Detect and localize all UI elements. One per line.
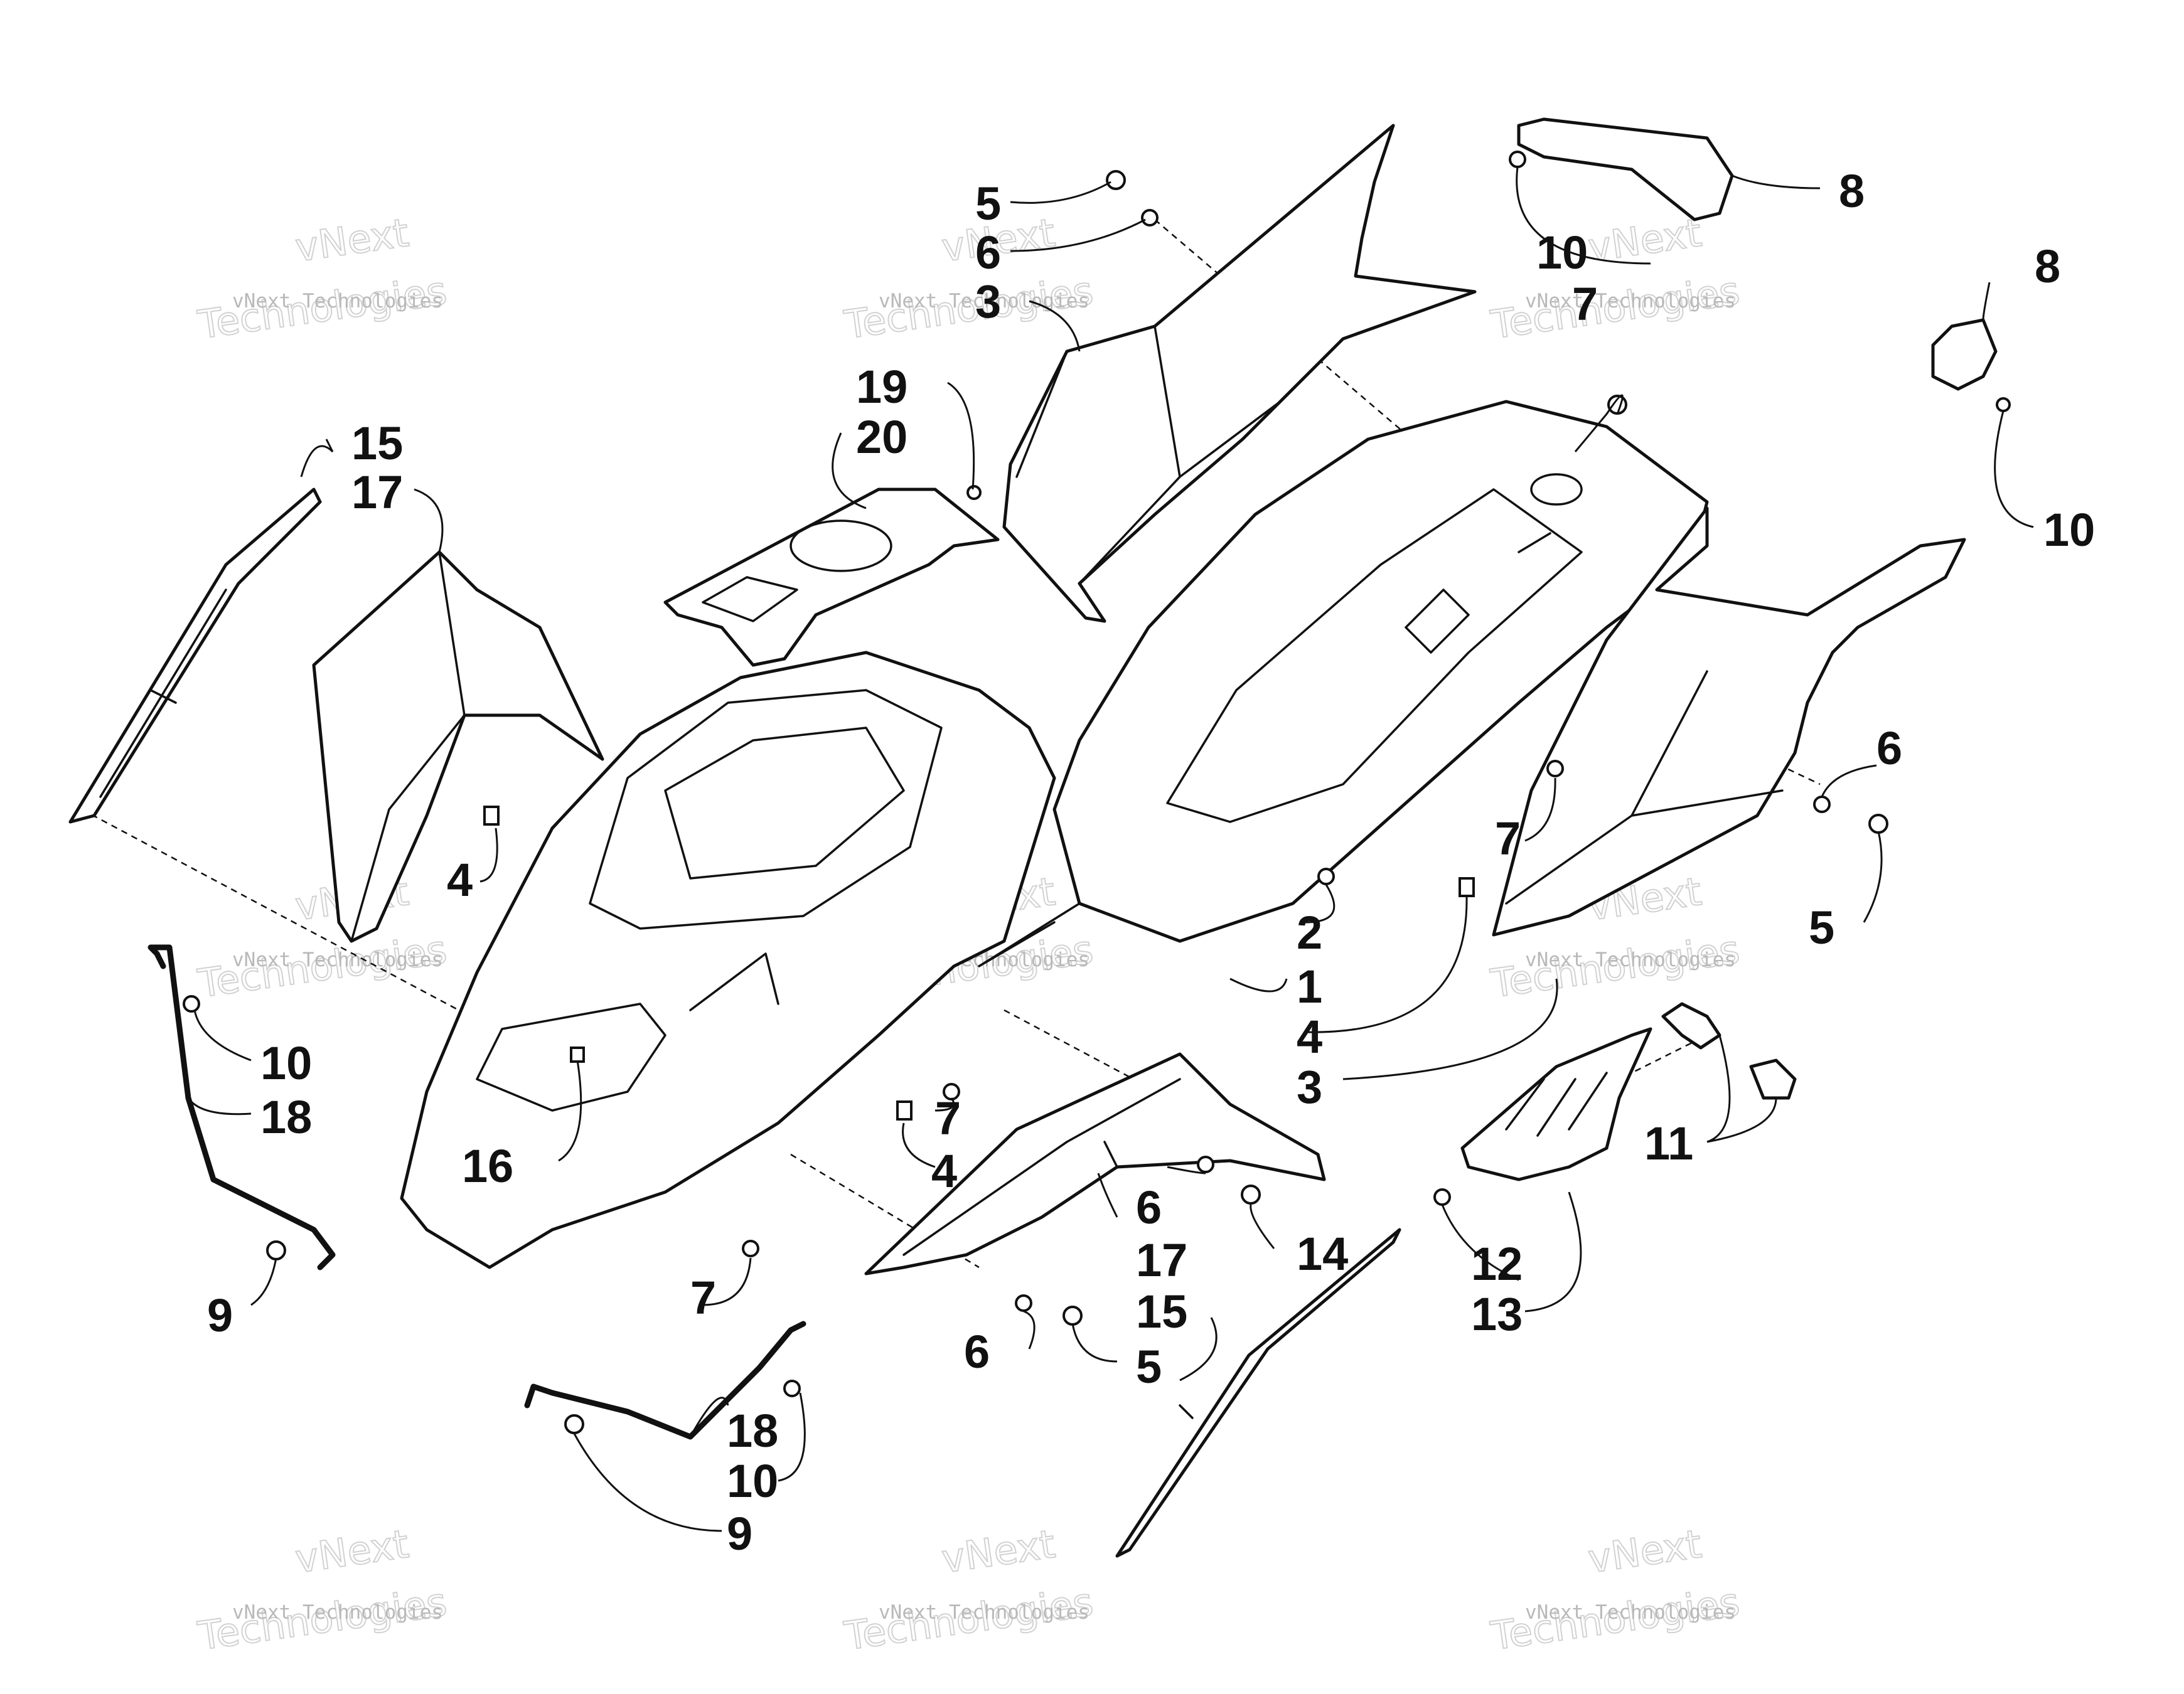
svg-text:vNext Technologies: vNext Technologies	[1525, 949, 1736, 971]
assembly-line	[1004, 1009, 1193, 1112]
part-3-upper-cover	[1002, 124, 1477, 623]
callout-18-left: 18	[260, 1091, 312, 1143]
callout-6-front: 6	[1136, 1181, 1162, 1233]
svg-text:vNext Technologies: vNext Technologies	[879, 1601, 1089, 1624]
leader-lines	[187, 166, 2034, 1532]
nut-10-lower	[783, 1380, 801, 1397]
clip-11-left	[1661, 1002, 1721, 1050]
callout-18-lower: 18	[727, 1405, 778, 1457]
washer-6-lower	[1015, 1294, 1032, 1312]
callout-1: 1	[1297, 961, 1322, 1013]
callout-16: 16	[462, 1140, 513, 1192]
callout-9-lower: 9	[727, 1508, 752, 1560]
callout-17-left: 17	[351, 466, 403, 518]
callout-10-left: 10	[260, 1037, 312, 1089]
watermark: vNext Technologies vNext Technologies	[841, 1520, 1097, 1659]
svg-text:vNext Technologies: vNext Technologies	[1525, 1601, 1736, 1624]
watermark: vNext Technologies vNext Technologies	[195, 1520, 451, 1659]
callout-10-top: 10	[1536, 226, 1588, 279]
svg-text:vNext: vNext	[939, 1521, 1058, 1582]
callout-5-right: 5	[1809, 902, 1834, 954]
callout-9-left: 9	[207, 1289, 233, 1341]
svg-text:vNext Technologies: vNext Technologies	[879, 290, 1089, 312]
fastener-16	[570, 1047, 585, 1063]
callout-10-lower: 10	[727, 1455, 778, 1507]
push-rivet-2	[1317, 868, 1335, 885]
callout-15-left: 15	[351, 417, 403, 469]
callout-6-right: 6	[1876, 722, 1902, 774]
callout-4-front: 4	[931, 1145, 957, 1197]
nut-10-right	[1996, 397, 2011, 412]
callout-14: 14	[1297, 1228, 1348, 1280]
svg-text:vNext: vNext	[1585, 1521, 1705, 1582]
clip-4	[1459, 877, 1475, 897]
part-8-brackets	[1509, 117, 2011, 412]
nut-7-lower	[742, 1240, 759, 1257]
part-15-right-trim	[1115, 1228, 1401, 1558]
screw-5-lower	[1063, 1306, 1083, 1326]
bolt-9-lower	[564, 1414, 584, 1434]
clip-4-hood	[483, 806, 500, 826]
callout-7-top: 7	[1572, 278, 1598, 330]
svg-text:vNext Technologies: vNext Technologies	[1525, 290, 1736, 312]
callout-7-front: 7	[935, 1092, 961, 1144]
callout-3-top: 3	[975, 275, 1001, 328]
part-12-13-vent-panel	[1433, 1027, 1652, 1206]
callout-6-lower: 6	[964, 1326, 990, 1378]
nut-7	[1546, 760, 1564, 777]
svg-text:vNext: vNext	[292, 1521, 412, 1582]
svg-text:vNext Technologies: vNext Technologies	[232, 290, 443, 312]
part-17-right-flare	[864, 1052, 1326, 1276]
callout-4-left: 4	[447, 854, 473, 906]
callout-12: 12	[1471, 1238, 1523, 1290]
part-15-left-trim	[68, 487, 322, 824]
washer-6-top	[1141, 209, 1159, 226]
nut-10-top	[1509, 151, 1526, 168]
screw-5-top	[1106, 170, 1126, 190]
svg-text:vNext Technologies: vNext Technologies	[232, 949, 443, 971]
callout-5-lower: 5	[1136, 1341, 1162, 1393]
watermark: vNext Technologies vNext Technologies	[841, 209, 1097, 348]
callout-8-right: 8	[2035, 240, 2060, 292]
callout-11: 11	[1644, 1117, 1693, 1169]
callout-6-top: 6	[975, 226, 1001, 279]
clip-11-right	[1749, 1058, 1797, 1100]
callout-3-mid: 3	[1297, 1061, 1322, 1113]
watermark: vNext Technologies vNext Technologies	[1487, 1520, 1743, 1659]
part-11-clips	[1661, 1002, 1797, 1100]
fastener-19	[966, 485, 982, 500]
callout-8-top: 8	[1839, 165, 1865, 217]
part-17-front-hood	[312, 550, 604, 943]
callout-20: 20	[856, 411, 907, 463]
screw-12	[1433, 1188, 1451, 1206]
svg-text:vNext: vNext	[292, 210, 412, 270]
screw-14	[1241, 1185, 1261, 1205]
nut-10-rod	[183, 995, 200, 1013]
callout-10-right: 10	[2043, 504, 2095, 556]
svg-text:vNext Technologies: vNext Technologies	[232, 1601, 443, 1624]
callout-4-mid: 4	[1297, 1011, 1322, 1063]
callout-15-right: 15	[1136, 1286, 1187, 1338]
part-19-20-center-panel	[663, 485, 1000, 667]
clip-4-front	[896, 1100, 913, 1121]
part-3-right-side-panel	[1492, 506, 1966, 937]
front-fasteners	[742, 170, 1261, 1326]
callout-19: 19	[856, 361, 907, 413]
bolt-9-rod	[266, 1240, 286, 1260]
callout-2: 2	[1297, 907, 1322, 959]
callout-17-right: 17	[1136, 1234, 1187, 1286]
callout-7-right: 7	[1495, 812, 1521, 865]
watermark: vNext Technologies vNext Technologies	[195, 209, 451, 348]
screw-5	[1868, 814, 1888, 834]
callout-7-lower: 7	[690, 1272, 716, 1324]
callout-5-top: 5	[975, 178, 1001, 230]
watermark: vNext Technologies vNext Technologies	[1487, 209, 1743, 348]
callout-13: 13	[1471, 1288, 1523, 1340]
callout-labels: 5 6 3 19 20 10 7 8 8 10 15 17 4 10 18 16…	[207, 165, 2095, 1560]
washer-6	[1813, 796, 1831, 813]
washer-6-front	[1197, 1156, 1214, 1173]
part-16-front-body	[400, 651, 1056, 1269]
svg-text:vNext: vNext	[1585, 210, 1705, 270]
